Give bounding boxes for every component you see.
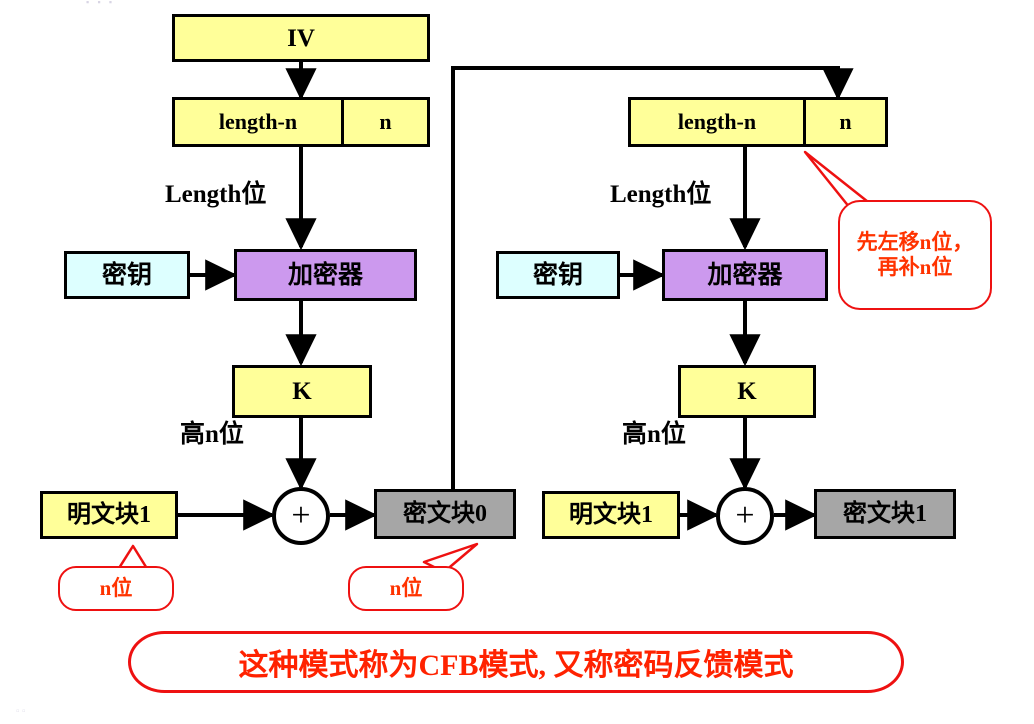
xor-operator-left[interactable]: + (272, 487, 330, 545)
plaintext-block-left[interactable]: 明文块1 (40, 491, 178, 539)
key-block-right[interactable]: 密钥 (496, 251, 620, 299)
cfb-mode-banner[interactable]: 这种模式称为CFB模式, 又称密码反馈模式 (128, 631, 904, 693)
iv-block[interactable]: IV (172, 14, 430, 62)
k-block-left[interactable]: K (232, 365, 372, 418)
callout-n-bits-ciphertext[interactable]: n位 (348, 566, 464, 611)
register-right-stage-right-cell-label: n (839, 109, 852, 134)
register-right-stage-left-cell-label: length-n (631, 100, 806, 144)
k-block-right[interactable]: K (678, 365, 816, 418)
feedback-path-ciphertext0-to-right-register (451, 66, 854, 490)
top-edge-artifact: ▪ ▪ ▪ (86, 0, 116, 7)
plaintext-block-right[interactable]: 明文块1 (542, 491, 680, 539)
high-n-bits-label-right: 高n位 (622, 421, 686, 448)
encryptor-block-right[interactable]: 加密器 (662, 249, 828, 301)
callout-shift-note[interactable]: 先左移n位，再补n位 (838, 200, 992, 310)
length-bits-label-left: Length位 (165, 181, 267, 208)
key-block-left[interactable]: 密钥 (64, 251, 190, 299)
high-n-bits-label-left: 高n位 (180, 421, 244, 448)
xor-operator-right[interactable]: + (716, 487, 774, 545)
register-block-left[interactable]: length-n n (172, 97, 430, 147)
callout-n-bits-plaintext[interactable]: n位 (58, 566, 174, 611)
register-block-right[interactable]: length-n n (628, 97, 888, 147)
ciphertext-block-left[interactable]: 密文块0 (374, 489, 516, 539)
register-right-cell-label: n (379, 109, 392, 134)
bottom-edge-artifact: ▫ ▫ (16, 706, 26, 717)
length-bits-label-right: Length位 (610, 181, 712, 208)
register-left-cell-label: length-n (175, 100, 344, 144)
encryptor-block-left[interactable]: 加密器 (234, 249, 417, 301)
ciphertext-block-right[interactable]: 密文块1 (814, 489, 956, 539)
